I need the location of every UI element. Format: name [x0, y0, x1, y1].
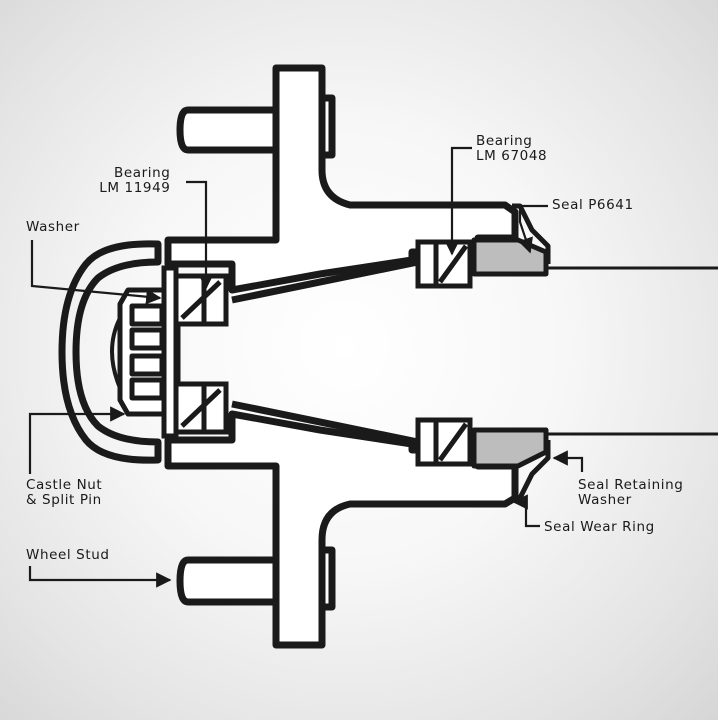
axle-shaft: [548, 266, 718, 436]
leader-lines: [28, 146, 584, 588]
leader-seal: [518, 204, 548, 254]
label-washer: Washer: [26, 219, 80, 235]
leader-bearing-inner: [186, 180, 214, 290]
hub-bore: [231, 258, 419, 446]
bearing-outer: [415, 239, 473, 467]
label-wheel-stud: Wheel Stud: [26, 547, 110, 563]
label-seal: Seal P6641: [552, 197, 634, 213]
label-bearing-inner: Bearing LM 11949: [99, 165, 171, 196]
leader-castle-nut: [28, 406, 126, 474]
leader-wheel-stud: [28, 566, 172, 588]
washer: [161, 265, 179, 439]
label-seal-retaining-washer: Seal Retaining Washer: [578, 477, 684, 508]
label-bearing-outer: Bearing LM 67048: [476, 133, 548, 164]
leader-washer: [30, 240, 162, 305]
label-castle-nut: Castle Nut & Split Pin: [26, 477, 103, 508]
seal: [471, 237, 549, 469]
leader-seal-wear-ring: [512, 494, 540, 528]
hub-body: [164, 64, 519, 649]
leader-seal-retaining-washer: [552, 450, 584, 472]
leader-bearing-outer: [444, 146, 472, 256]
label-seal-wear-ring: Seal Wear Ring: [544, 519, 655, 535]
bearing-inner: [173, 273, 229, 435]
